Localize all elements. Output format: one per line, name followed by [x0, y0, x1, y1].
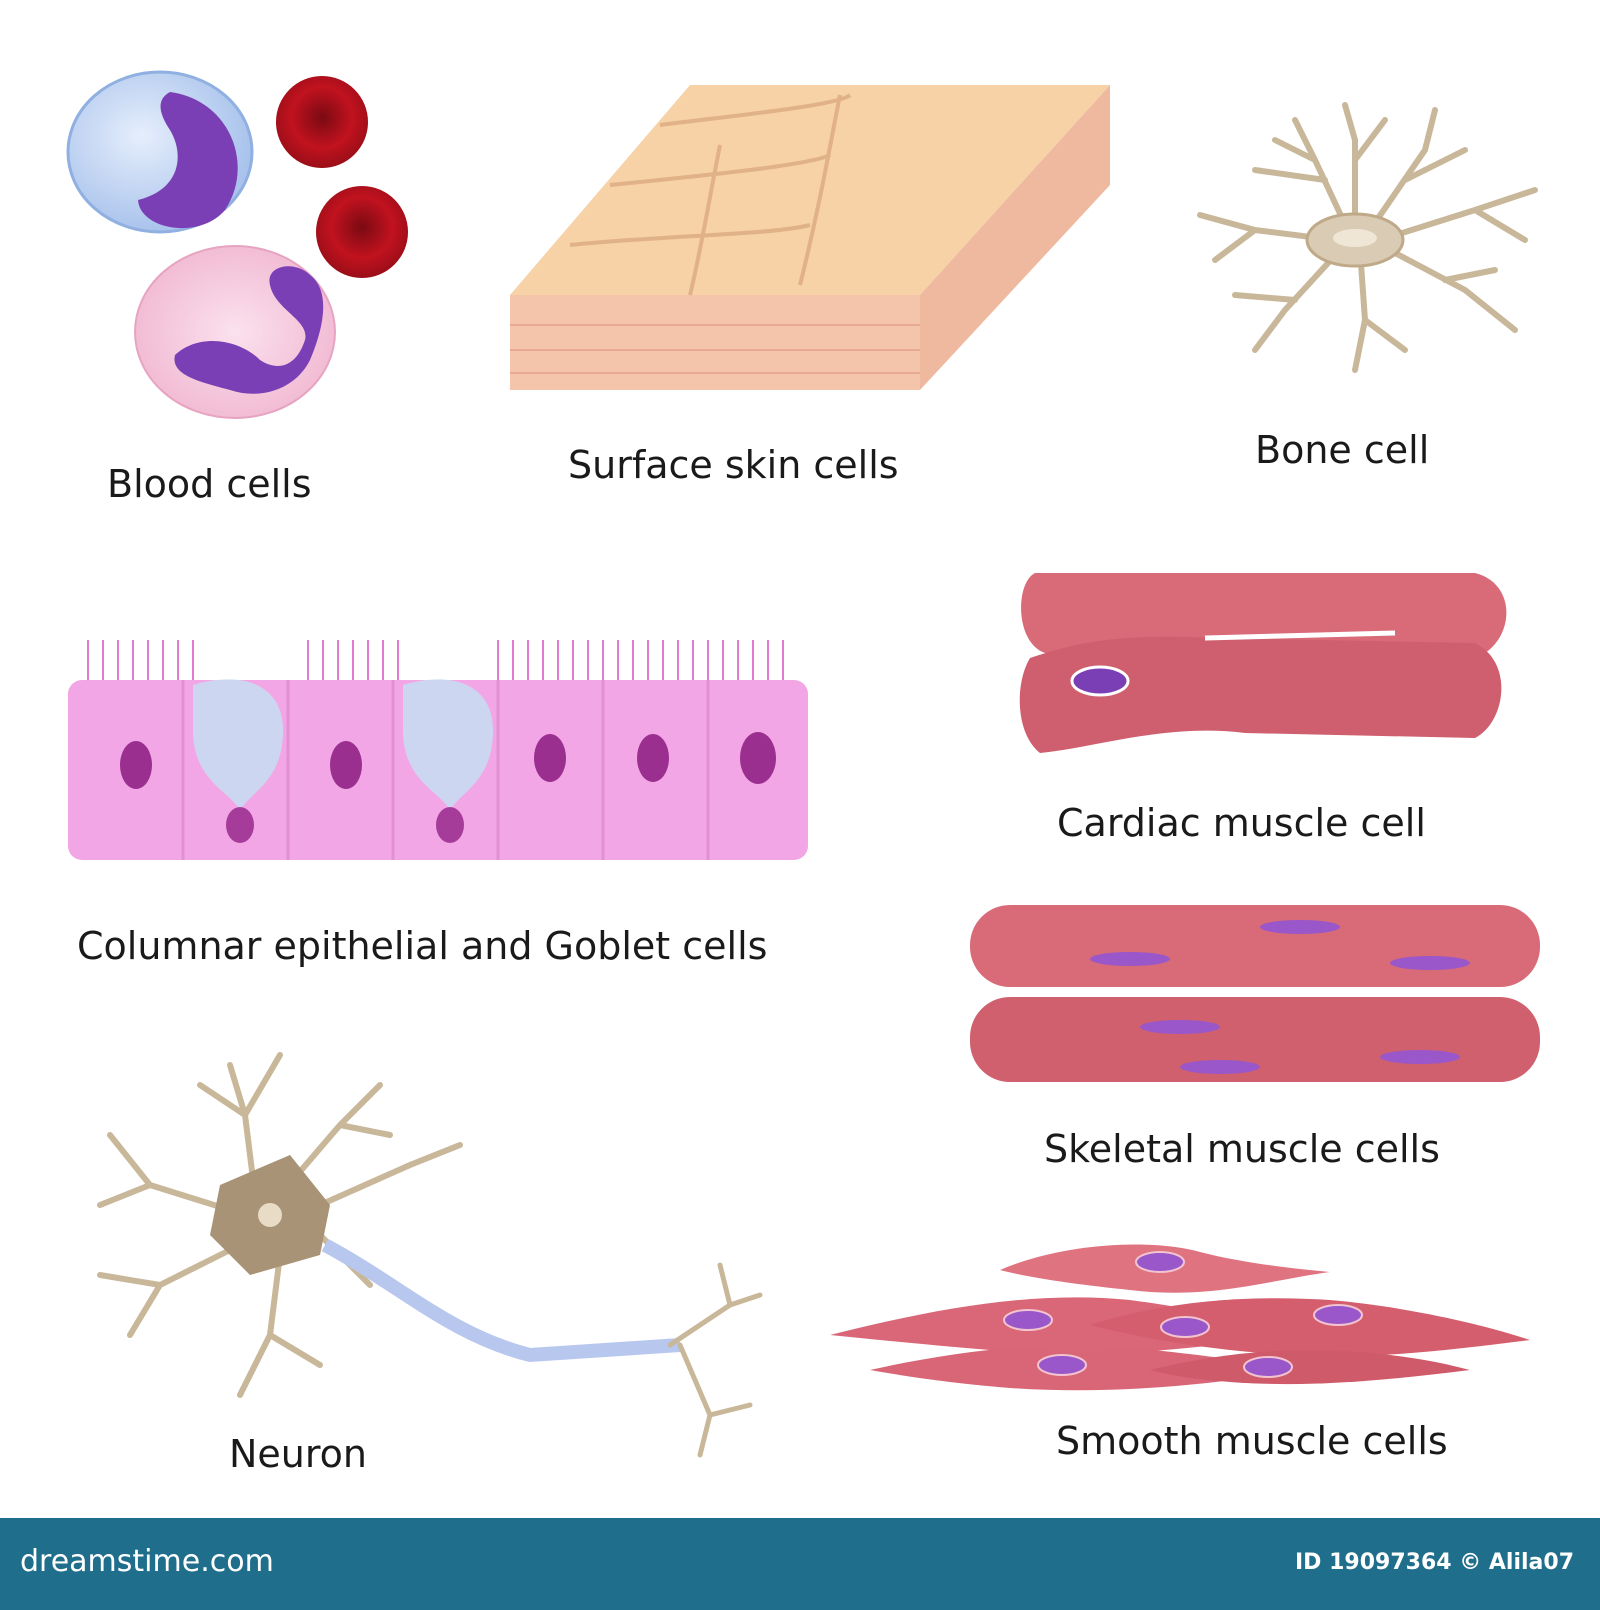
skin-cell-outlines: [569, 93, 852, 296]
bone-cell-label: Bone cell: [1255, 428, 1430, 472]
smooth-muscle-nucleus: [1135, 1251, 1185, 1273]
skin-front-face: [510, 295, 920, 390]
skin-cells-illustration: [510, 85, 1110, 390]
skeletal-nucleus: [1260, 920, 1340, 934]
lymphocyte-nucleus: [138, 92, 238, 229]
blood-cells-label: Blood cells: [107, 462, 312, 506]
smooth-muscle-label: Smooth muscle cells: [1056, 1419, 1448, 1463]
neuron-nucleus: [258, 1203, 282, 1227]
watermark-footer: dreamstime.com ID 19097364 © Alila07: [0, 1518, 1600, 1610]
skeletal-fiber-top: [970, 905, 1540, 987]
skeletal-muscle-illustration: [970, 905, 1540, 1082]
goblet-cell-1: [193, 679, 283, 810]
red-blood-cell-1: [276, 76, 368, 168]
columnar-epithelial-illustration: [68, 640, 808, 860]
bone-cell-nucleus: [1333, 229, 1377, 247]
epithelial-nucleus: [120, 741, 152, 789]
image-id: ID 19097364 © Alila07: [1295, 1550, 1574, 1575]
cardiac-nucleus: [1070, 665, 1130, 697]
neuron-illustration: [97, 1052, 763, 1458]
goblet-cell-2: [403, 679, 493, 810]
cardiac-fiber-bottom: [1019, 636, 1502, 753]
neutrophil-nucleus: [174, 266, 324, 394]
neuron-axon: [321, 1238, 681, 1363]
bone-cell-illustration: [1197, 102, 1538, 373]
surface-skin-cells-label: Surface skin cells: [568, 443, 899, 487]
skin-top-surface: [510, 85, 1110, 295]
smooth-muscle-cell-3: [1090, 1298, 1530, 1357]
skin-side-face: [920, 85, 1110, 390]
cardiac-muscle-label: Cardiac muscle cell: [1057, 801, 1426, 845]
blood-cells-illustration: [66, 70, 408, 419]
cardiac-muscle-illustration: [1019, 573, 1507, 753]
columnar-epithelial-label: Columnar epithelial and Goblet cells: [77, 924, 768, 968]
smooth-muscle-illustration: [830, 1244, 1530, 1391]
red-blood-cell-2: [316, 186, 408, 278]
watermark-brand: dreamstime.com: [20, 1544, 274, 1579]
neuron-label: Neuron: [229, 1432, 368, 1476]
skeletal-muscle-label: Skeletal muscle cells: [1044, 1127, 1440, 1171]
